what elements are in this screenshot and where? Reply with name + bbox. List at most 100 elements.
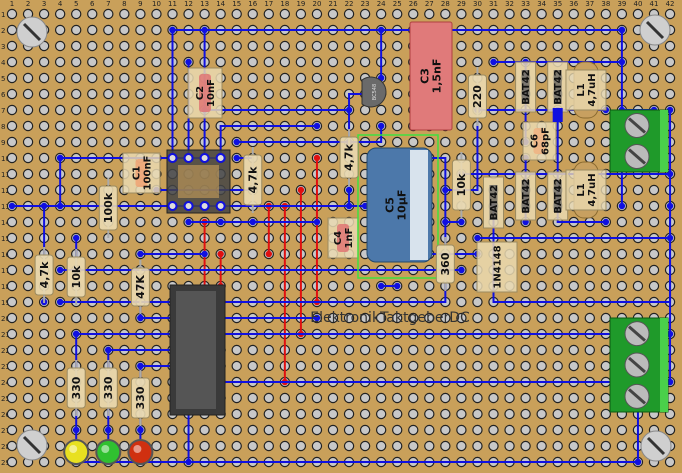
- resistor-100k: [98, 185, 118, 231]
- hole: [103, 88, 114, 100]
- hole: [504, 120, 515, 132]
- solder-point: [169, 26, 176, 34]
- hole: [38, 424, 50, 436]
- hole: [408, 280, 419, 292]
- hole: [54, 424, 66, 436]
- hole: [456, 232, 467, 244]
- hole: [167, 8, 178, 20]
- hole: [327, 312, 339, 324]
- row-number: 13: [1, 203, 10, 211]
- hole: [392, 408, 403, 420]
- resistor-330-red: [130, 377, 150, 419]
- hole: [327, 360, 339, 372]
- hole: [135, 8, 146, 20]
- capacitor-c2-label: C210nF: [195, 79, 217, 107]
- hole: [38, 312, 50, 324]
- column-number: 22: [345, 0, 354, 8]
- hole: [536, 280, 547, 292]
- solder-point: [137, 314, 144, 322]
- hole: [568, 120, 579, 132]
- hole: [70, 136, 82, 148]
- hole: [6, 152, 18, 164]
- column-number: 32: [505, 0, 514, 8]
- solder-point: [345, 202, 353, 210]
- column-number: 42: [666, 0, 675, 8]
- hole: [247, 72, 258, 84]
- diode-bat42-4-body: [521, 180, 530, 212]
- hole: [151, 24, 162, 36]
- hole: [552, 264, 563, 276]
- solder-point: [40, 202, 48, 210]
- transistor-label: BC548: [372, 84, 378, 100]
- hole: [167, 424, 178, 436]
- column-number: 8: [122, 0, 126, 8]
- hole: [70, 184, 82, 196]
- hole: [632, 72, 644, 84]
- hole: [392, 72, 403, 84]
- solder-point: [73, 234, 80, 242]
- diode-bat42-2-body: [553, 70, 562, 104]
- hole: [440, 136, 451, 148]
- hole: [648, 88, 660, 100]
- resistor-47k-label: 47K: [134, 275, 147, 299]
- hole: [536, 408, 547, 420]
- mount-screw-top-left-slot: [22, 22, 42, 42]
- hole: [87, 24, 98, 36]
- resistor-330-green-label-line: 330: [102, 376, 115, 399]
- hole: [135, 216, 146, 228]
- hole: [38, 152, 50, 164]
- hole: [103, 40, 114, 52]
- hole: [408, 408, 419, 420]
- hole: [632, 280, 644, 292]
- column-number: 33: [521, 0, 530, 8]
- hole: [327, 424, 339, 436]
- resistor-10k-left-label-line: 10k: [70, 265, 83, 288]
- hole: [648, 248, 660, 260]
- hole: [392, 136, 403, 148]
- hole: [536, 200, 547, 212]
- solder-point: [201, 26, 208, 34]
- hole: [279, 408, 291, 420]
- hole: [424, 408, 435, 420]
- hole: [22, 72, 34, 84]
- solder-point: [233, 154, 240, 162]
- diode-1n4148-label: 1N4148: [492, 245, 503, 288]
- hole: [504, 200, 515, 212]
- hole: [103, 248, 114, 260]
- solder-point: [297, 186, 305, 194]
- hole: [6, 248, 18, 260]
- hole: [6, 120, 18, 132]
- hole: [520, 8, 531, 20]
- hole: [87, 72, 98, 84]
- hole: [87, 280, 98, 292]
- components: C31,5nFBC548C210nFC1100nFC41nFC668pFC510…: [16, 14, 672, 465]
- hole: [311, 392, 323, 404]
- hole: [568, 136, 579, 148]
- resistor-360-label: 360: [439, 252, 452, 275]
- hole: [536, 392, 547, 404]
- resistor-10k-right: [451, 159, 471, 211]
- hole: [22, 312, 34, 324]
- hole: [648, 56, 660, 68]
- hole: [54, 24, 66, 36]
- hole: [536, 248, 547, 260]
- hole: [151, 72, 162, 84]
- diode-bat42-1-label: BAT42: [521, 69, 532, 104]
- hole: [151, 88, 162, 100]
- hole: [119, 408, 130, 420]
- hole: [504, 72, 515, 84]
- hole: [22, 104, 34, 116]
- hole: [456, 120, 467, 132]
- hole: [504, 424, 515, 436]
- row-number: 9: [1, 139, 5, 147]
- hole: [472, 216, 483, 228]
- hole: [392, 440, 403, 452]
- hole: [103, 72, 114, 84]
- row-number: 16: [1, 251, 10, 259]
- diode-1n4148-label-line: 1N4148: [492, 245, 503, 288]
- hole: [584, 136, 596, 148]
- hole: [231, 88, 242, 100]
- hole: [263, 424, 274, 436]
- hole: [70, 216, 82, 228]
- hole: [87, 8, 98, 20]
